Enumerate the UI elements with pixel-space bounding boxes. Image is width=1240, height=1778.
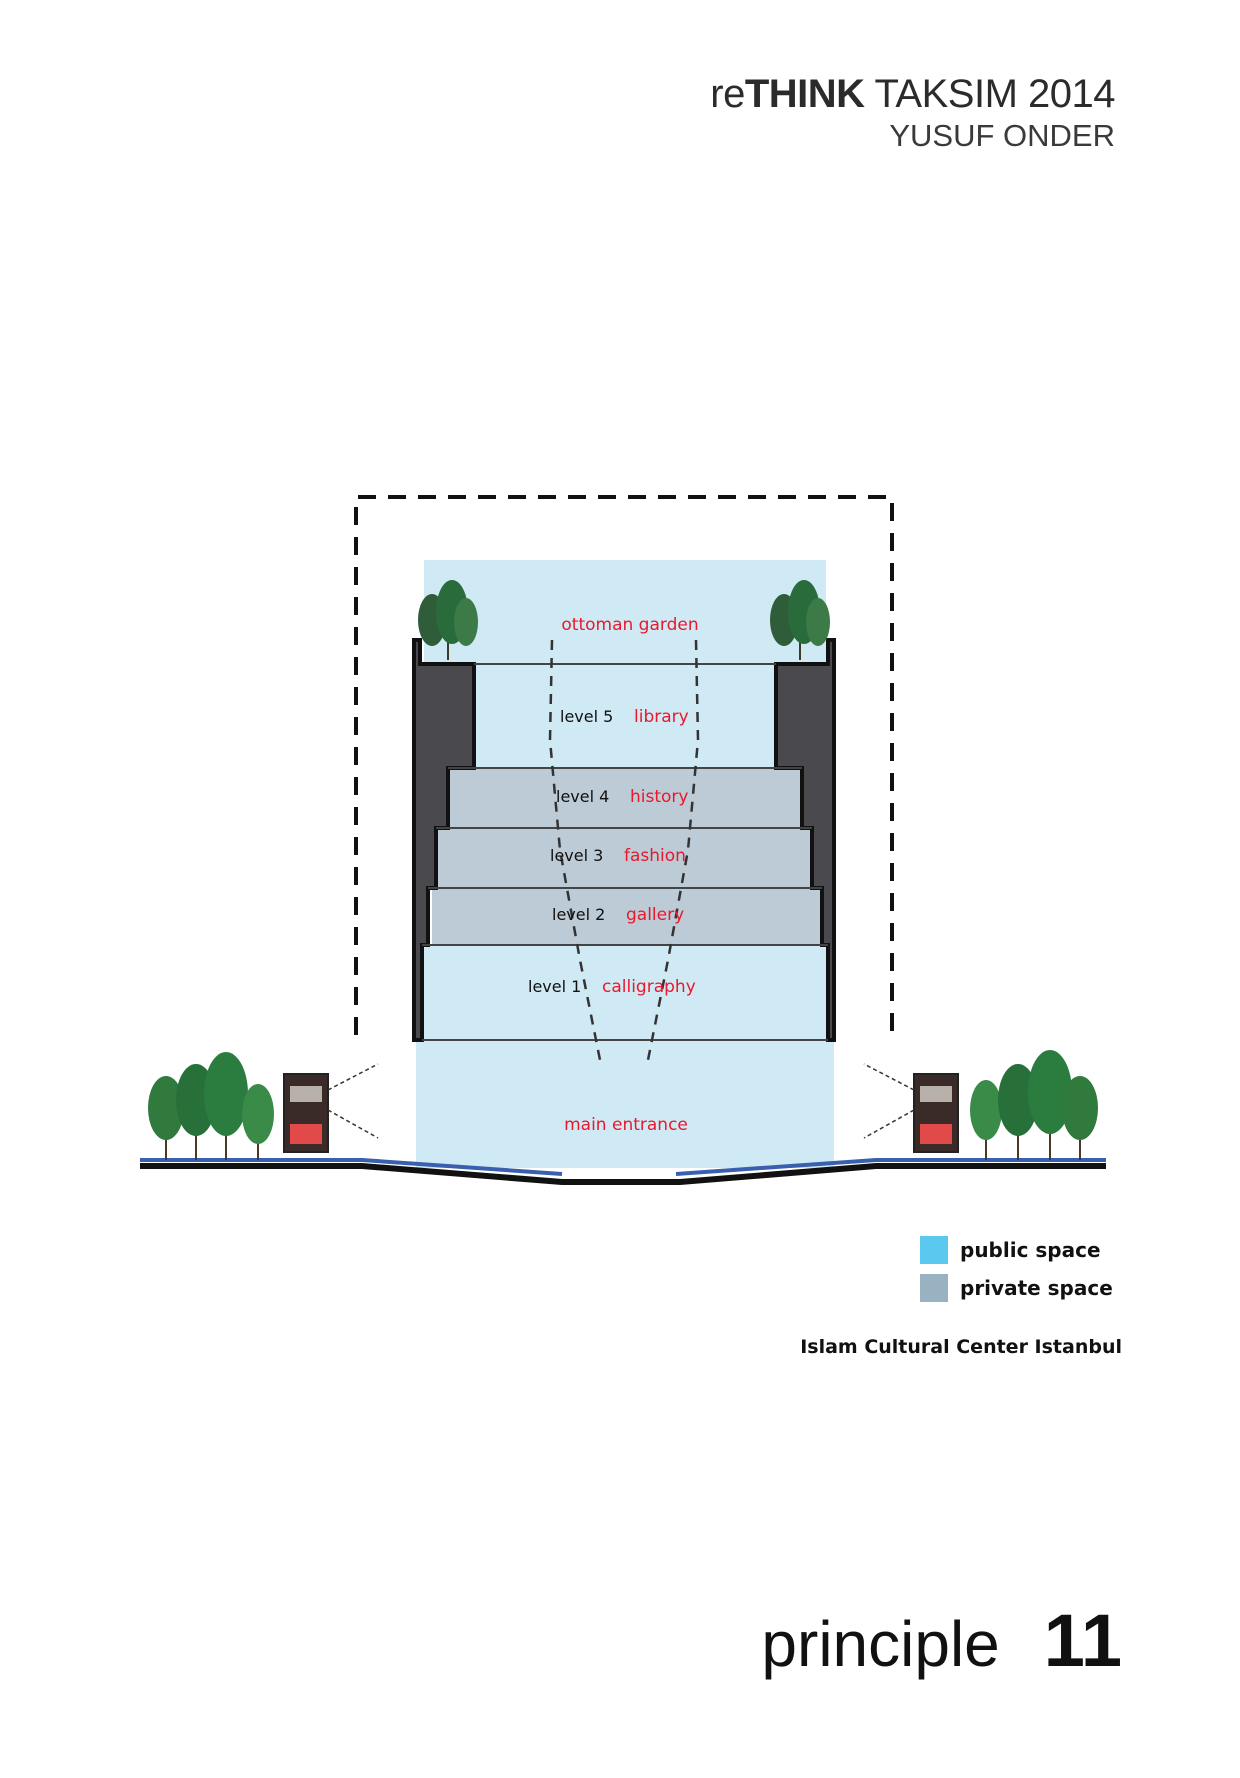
page-footer: principle 11 (761, 1598, 1122, 1683)
legend-label-public: public space (960, 1238, 1101, 1262)
page-header: reTHINK TAKSIM 2014 YUSUF ONDER (710, 72, 1115, 156)
label-program-fashion: fashion (624, 846, 686, 866)
ground-line-blue-right (675, 1158, 1106, 1176)
public-zone-level1 (420, 945, 830, 1040)
street-trees-right (970, 1050, 1098, 1160)
private-zone (432, 768, 820, 945)
ground-line-blue-left (140, 1158, 563, 1176)
legend-label-private: private space (960, 1276, 1113, 1300)
footer-number: 11 (1043, 1599, 1122, 1682)
label-level-3: level 3 (550, 846, 603, 865)
footer-word: principle (761, 1608, 1000, 1680)
label-program-library: library (634, 707, 689, 727)
label-level-4: level 4 (556, 787, 609, 806)
label-ottoman-garden: ottoman garden (561, 615, 698, 635)
label-level-1: level 1 (528, 977, 581, 996)
street-trees-left (148, 1052, 274, 1160)
label-program-gallery: gallery (626, 905, 684, 925)
tram-right (863, 1063, 959, 1153)
legend-item-public: public space (920, 1232, 1113, 1268)
project-title: reTHINK TAKSIM 2014 (710, 72, 1115, 116)
legend: public space private space (920, 1232, 1113, 1308)
label-program-calligraphy: calligraphy (602, 977, 696, 997)
tram-left (283, 1063, 379, 1153)
ground-line (140, 1163, 1106, 1185)
rooftop-tree-right (770, 580, 830, 660)
label-level-2: level 2 (552, 905, 605, 924)
legend-item-private: private space (920, 1270, 1113, 1306)
public-zone-entrance (416, 1040, 834, 1168)
legend-swatch-public (920, 1236, 948, 1264)
diagram-caption: Islam Cultural Center Istanbul (800, 1336, 1122, 1358)
author-name: YUSUF ONDER (889, 118, 1115, 153)
legend-swatch-private (920, 1274, 948, 1302)
label-program-history: history (630, 787, 688, 807)
label-level-5: level 5 (560, 707, 613, 726)
floor-slabs (422, 663, 828, 1041)
label-main-entrance: main entrance (564, 1115, 688, 1135)
rooftop-tree-left (418, 580, 478, 660)
